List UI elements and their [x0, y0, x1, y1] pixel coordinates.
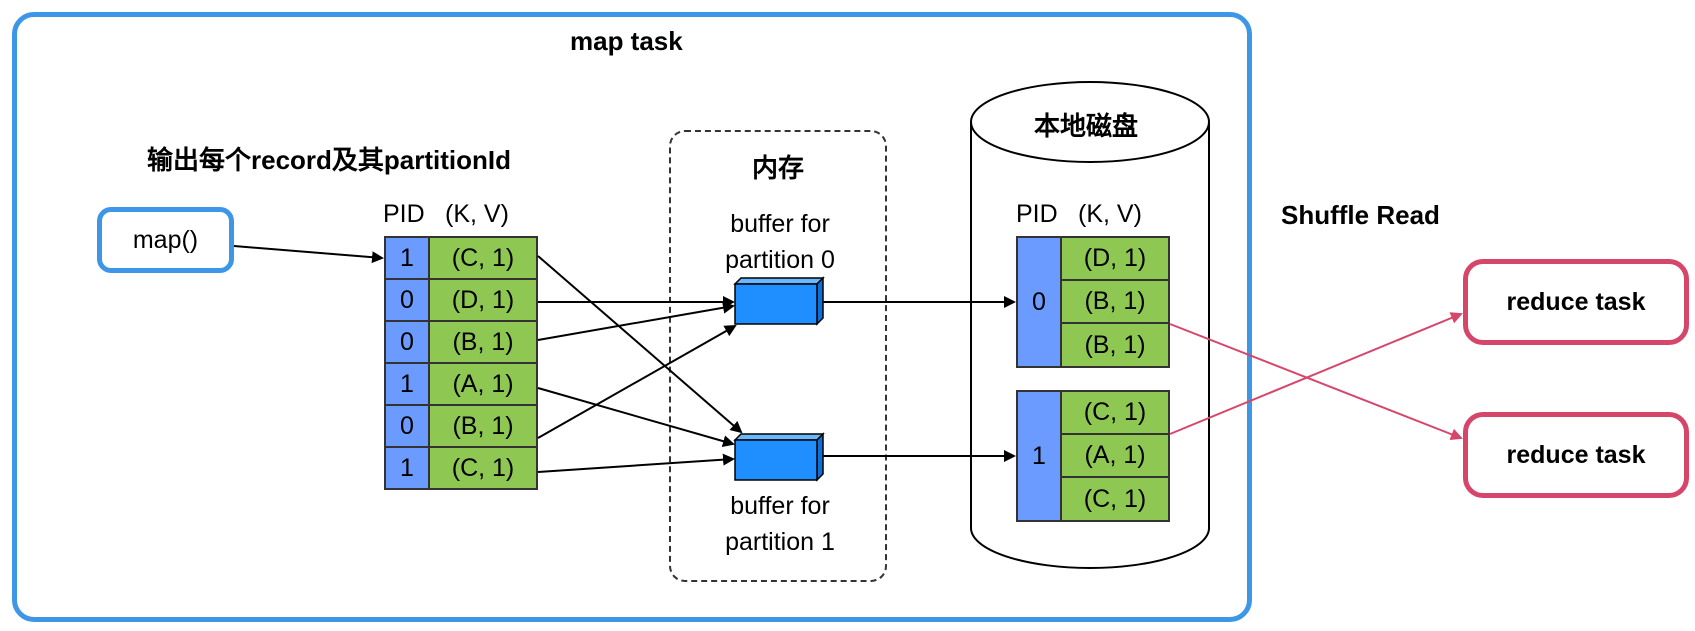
- output-label: 输出每个record及其partitionId: [147, 145, 512, 175]
- shuffle-arrow-p1-to-reduce1: [1169, 312, 1463, 435]
- buffer-block-icon: [733, 276, 825, 326]
- record-table-header-pid: PID: [383, 200, 425, 228]
- buffer-block-icon: [733, 432, 825, 482]
- map-task-frame: [12, 12, 1252, 622]
- shuffle-arrow-p0-to-reduce2: [1169, 323, 1463, 440]
- kv-cell: (C, 1): [428, 446, 538, 490]
- buffer-1-label: buffer for partition 1: [690, 488, 870, 560]
- reduce-task-1-label: reduce task: [1506, 287, 1646, 316]
- memory-box: [669, 130, 887, 582]
- arrow-row6-to-buffer1: [537, 453, 735, 473]
- reduce-task-2-label: reduce task: [1506, 440, 1646, 469]
- arrow-row1-to-buffer1: [537, 255, 743, 434]
- memory-title: 内存: [752, 153, 805, 183]
- kv-cell: (D, 1): [1060, 236, 1170, 281]
- arrow-row3-to-buffer0: [537, 301, 735, 341]
- disk-partition-1: 1 (C, 1) (A, 1) (C, 1): [1016, 390, 1170, 522]
- disk-header-kv: (K, V): [1078, 200, 1142, 228]
- map-function-label: map(): [132, 225, 199, 254]
- pid-cell: 0: [384, 320, 430, 364]
- kv-cell: (D, 1): [428, 278, 538, 322]
- map-task-title: map task: [570, 26, 683, 56]
- disk-header-pid: PID: [1016, 200, 1058, 228]
- reduce-task-1: reduce task: [1463, 259, 1689, 345]
- buffer-0-label-line1: buffer for: [730, 210, 830, 238]
- buffer-0-label-line2: partition 0: [725, 246, 835, 274]
- table-row: 1 (A, 1): [384, 362, 538, 406]
- map-function-node: map(): [97, 207, 234, 273]
- buffer-1-label-line2: partition 1: [725, 528, 835, 556]
- shuffle-read-label: Shuffle Read: [1281, 200, 1440, 230]
- kv-cell: (A, 1): [428, 362, 538, 406]
- kv-cell: (B, 1): [428, 320, 538, 364]
- buffer-0-label: buffer for partition 0: [690, 206, 870, 278]
- disk-partition-0: 0 (D, 1) (B, 1) (B, 1): [1016, 236, 1170, 368]
- disk-cylinder: [970, 81, 1210, 569]
- record-table: 1 (C, 1) 0 (D, 1) 0 (B, 1) 1 (A, 1) 0 (B…: [384, 236, 538, 490]
- disk-title: 本地磁盘: [1034, 111, 1139, 141]
- arrow-row4-to-buffer1: [537, 387, 735, 448]
- kv-cell: (C, 1): [1060, 476, 1170, 522]
- table-row: 0 (B, 1): [384, 320, 538, 364]
- arrow-map-to-table: [233, 245, 384, 264]
- kv-cell: (B, 1): [1060, 322, 1170, 368]
- arrow-row5-to-buffer0: [537, 325, 737, 439]
- table-row: 0 (B, 1): [384, 404, 538, 448]
- buffer-1-label-line1: buffer for: [730, 492, 830, 520]
- table-row: 1 (C, 1): [384, 446, 538, 490]
- kv-cell: (A, 1): [1060, 433, 1170, 478]
- record-table-header-kv: (K, V): [445, 200, 509, 228]
- kv-cell: (C, 1): [1060, 390, 1170, 435]
- reduce-task-2: reduce task: [1463, 412, 1689, 498]
